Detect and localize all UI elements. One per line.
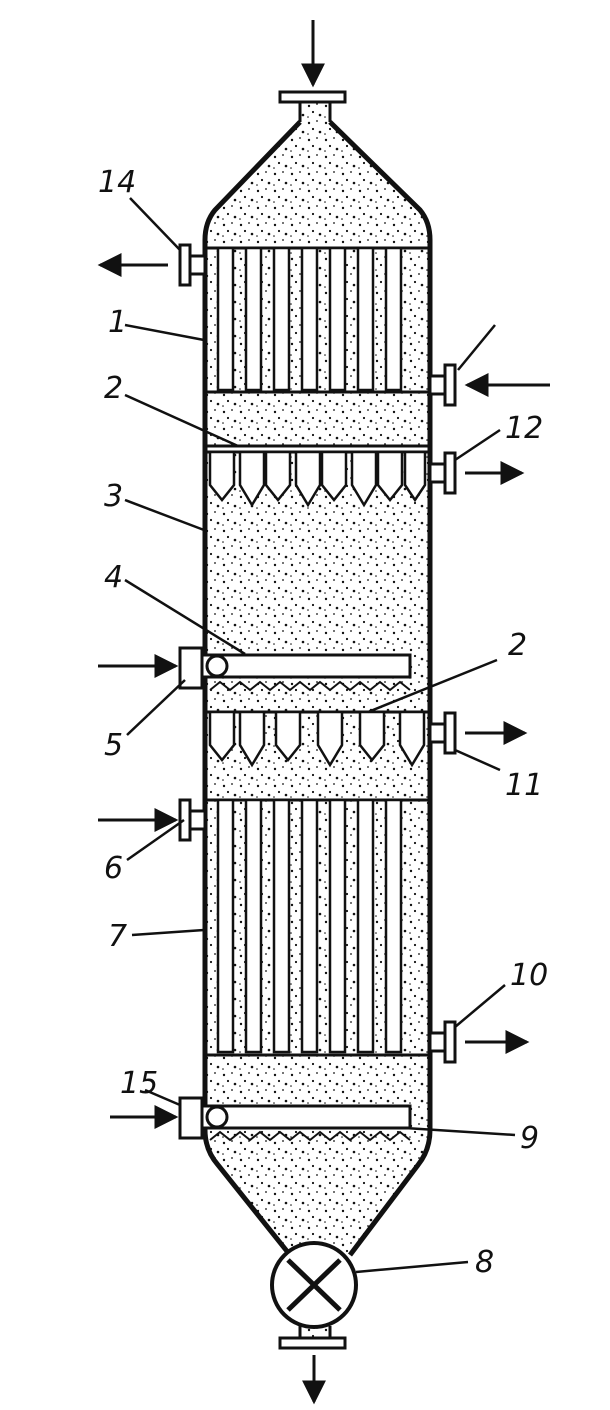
lower-tube-bundle [205, 798, 430, 1057]
nozzle-14 [178, 243, 207, 287]
label-14: 14 [98, 165, 136, 200]
nozzle-10 [428, 1020, 457, 1064]
lower-heater-pipe [178, 1096, 412, 1142]
nozzle-6 [178, 798, 207, 842]
label-12: 12 [505, 411, 543, 446]
label-2-middle: 2 [508, 628, 527, 663]
label-11: 11 [505, 768, 543, 803]
vessel-wall [202, 120, 433, 1257]
label-4: 4 [104, 560, 123, 595]
label-7: 7 [108, 919, 127, 954]
label-2-upper: 2 [104, 371, 123, 406]
label-3: 3 [104, 479, 123, 514]
middle-distributor [205, 710, 430, 768]
upper-distributor [208, 450, 427, 508]
nozzle-upper-inlet-right [428, 363, 457, 407]
bottom-outlet-nozzle [278, 1326, 347, 1350]
label-5: 5 [104, 728, 123, 763]
upper-tube-bundle [205, 246, 430, 394]
rotary-valve [270, 1241, 358, 1329]
nozzle-11 [428, 711, 457, 755]
label-10: 10 [510, 958, 548, 993]
leader-lines [124, 197, 516, 1274]
label-1: 1 [108, 305, 127, 340]
label-15: 15 [120, 1066, 158, 1101]
nozzle-12 [428, 451, 457, 495]
top-inlet-nozzle [278, 90, 347, 122]
label-6: 6 [104, 851, 123, 886]
label-8: 8 [475, 1245, 494, 1280]
label-9: 9 [520, 1121, 539, 1156]
middle-heater-pipe [178, 646, 412, 692]
